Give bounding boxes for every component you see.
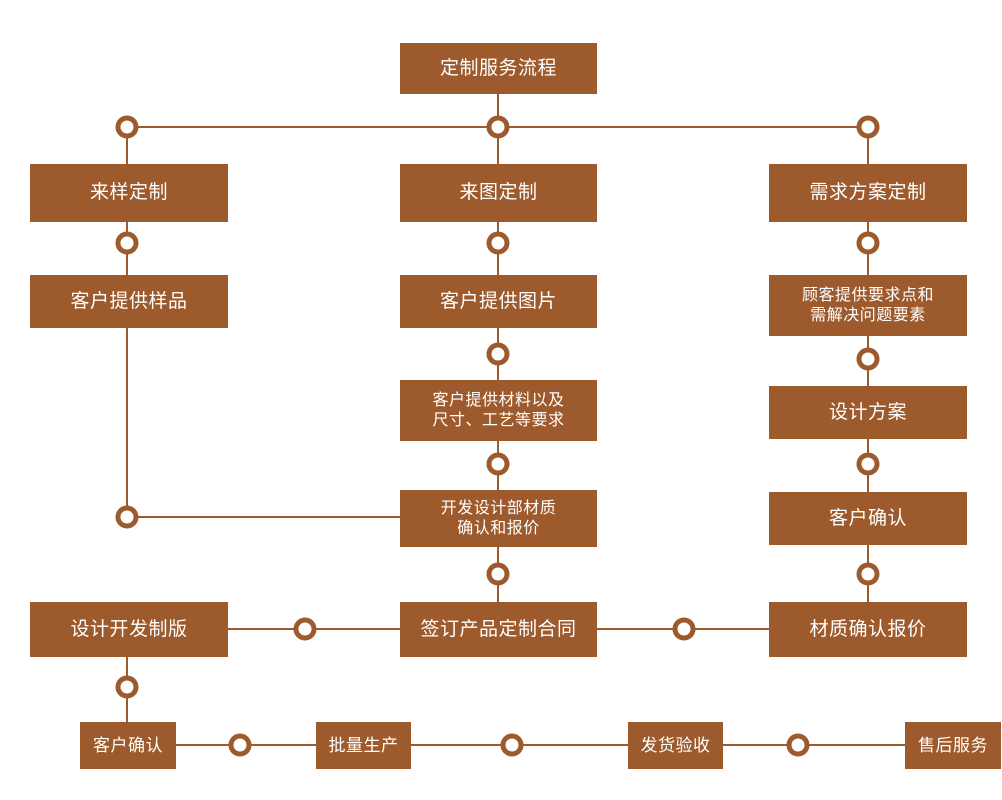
marker-right-2[interactable] — [856, 347, 880, 371]
marker-row-mid-right[interactable] — [672, 617, 696, 641]
marker-rowleft-down[interactable] — [115, 675, 139, 699]
node-end-4[interactable]: 售后服务 — [905, 722, 1001, 769]
node-row-middle[interactable]: 签订产品定制合同 — [400, 602, 597, 657]
node-end-2[interactable]: 批量生产 — [316, 722, 411, 769]
node-left-step-1[interactable]: 客户提供样品 — [30, 275, 228, 328]
connector-lines — [126, 94, 905, 746]
node-title[interactable]: 定制服务流程 — [400, 43, 597, 94]
connector-node-markers — [115, 115, 880, 757]
marker-left-hub[interactable] — [115, 505, 139, 529]
node-end-3[interactable]: 发货验收 — [628, 722, 723, 769]
marker-top-mid[interactable] — [486, 115, 510, 139]
node-mid-step-2[interactable]: 客户提供材料以及 尺寸、工艺等要求 — [400, 380, 597, 441]
marker-right-1[interactable] — [856, 231, 880, 255]
marker-mid-2[interactable] — [486, 342, 510, 366]
marker-top-left[interactable] — [115, 115, 139, 139]
node-right-step-1[interactable]: 顾客提供要求点和 需解决问题要素 — [769, 275, 967, 336]
marker-right-4[interactable] — [856, 562, 880, 586]
node-right-step-3[interactable]: 客户确认 — [769, 492, 967, 545]
marker-mid-3[interactable] — [486, 452, 510, 476]
marker-row-left-mid[interactable] — [293, 617, 317, 641]
node-end-1[interactable]: 客户确认 — [80, 722, 176, 769]
node-mid-step-3[interactable]: 开发设计部材质 确认和报价 — [400, 490, 597, 547]
node-mid-step-1[interactable]: 客户提供图片 — [400, 275, 597, 328]
marker-top-right[interactable] — [856, 115, 880, 139]
marker-left-1[interactable] — [115, 231, 139, 255]
marker-end-3-4[interactable] — [786, 733, 810, 757]
node-row-right[interactable]: 材质确认报价 — [769, 602, 967, 657]
marker-mid-4[interactable] — [486, 562, 510, 586]
node-branch-middle[interactable]: 来图定制 — [400, 164, 597, 222]
marker-mid-1[interactable] — [486, 231, 510, 255]
marker-end-2-3[interactable] — [500, 733, 524, 757]
node-branch-right[interactable]: 需求方案定制 — [769, 164, 967, 222]
marker-right-3[interactable] — [856, 452, 880, 476]
node-branch-left[interactable]: 来样定制 — [30, 164, 228, 222]
marker-end-1-2[interactable] — [228, 733, 252, 757]
node-row-left[interactable]: 设计开发制版 — [30, 602, 228, 657]
node-right-step-2[interactable]: 设计方案 — [769, 386, 967, 439]
